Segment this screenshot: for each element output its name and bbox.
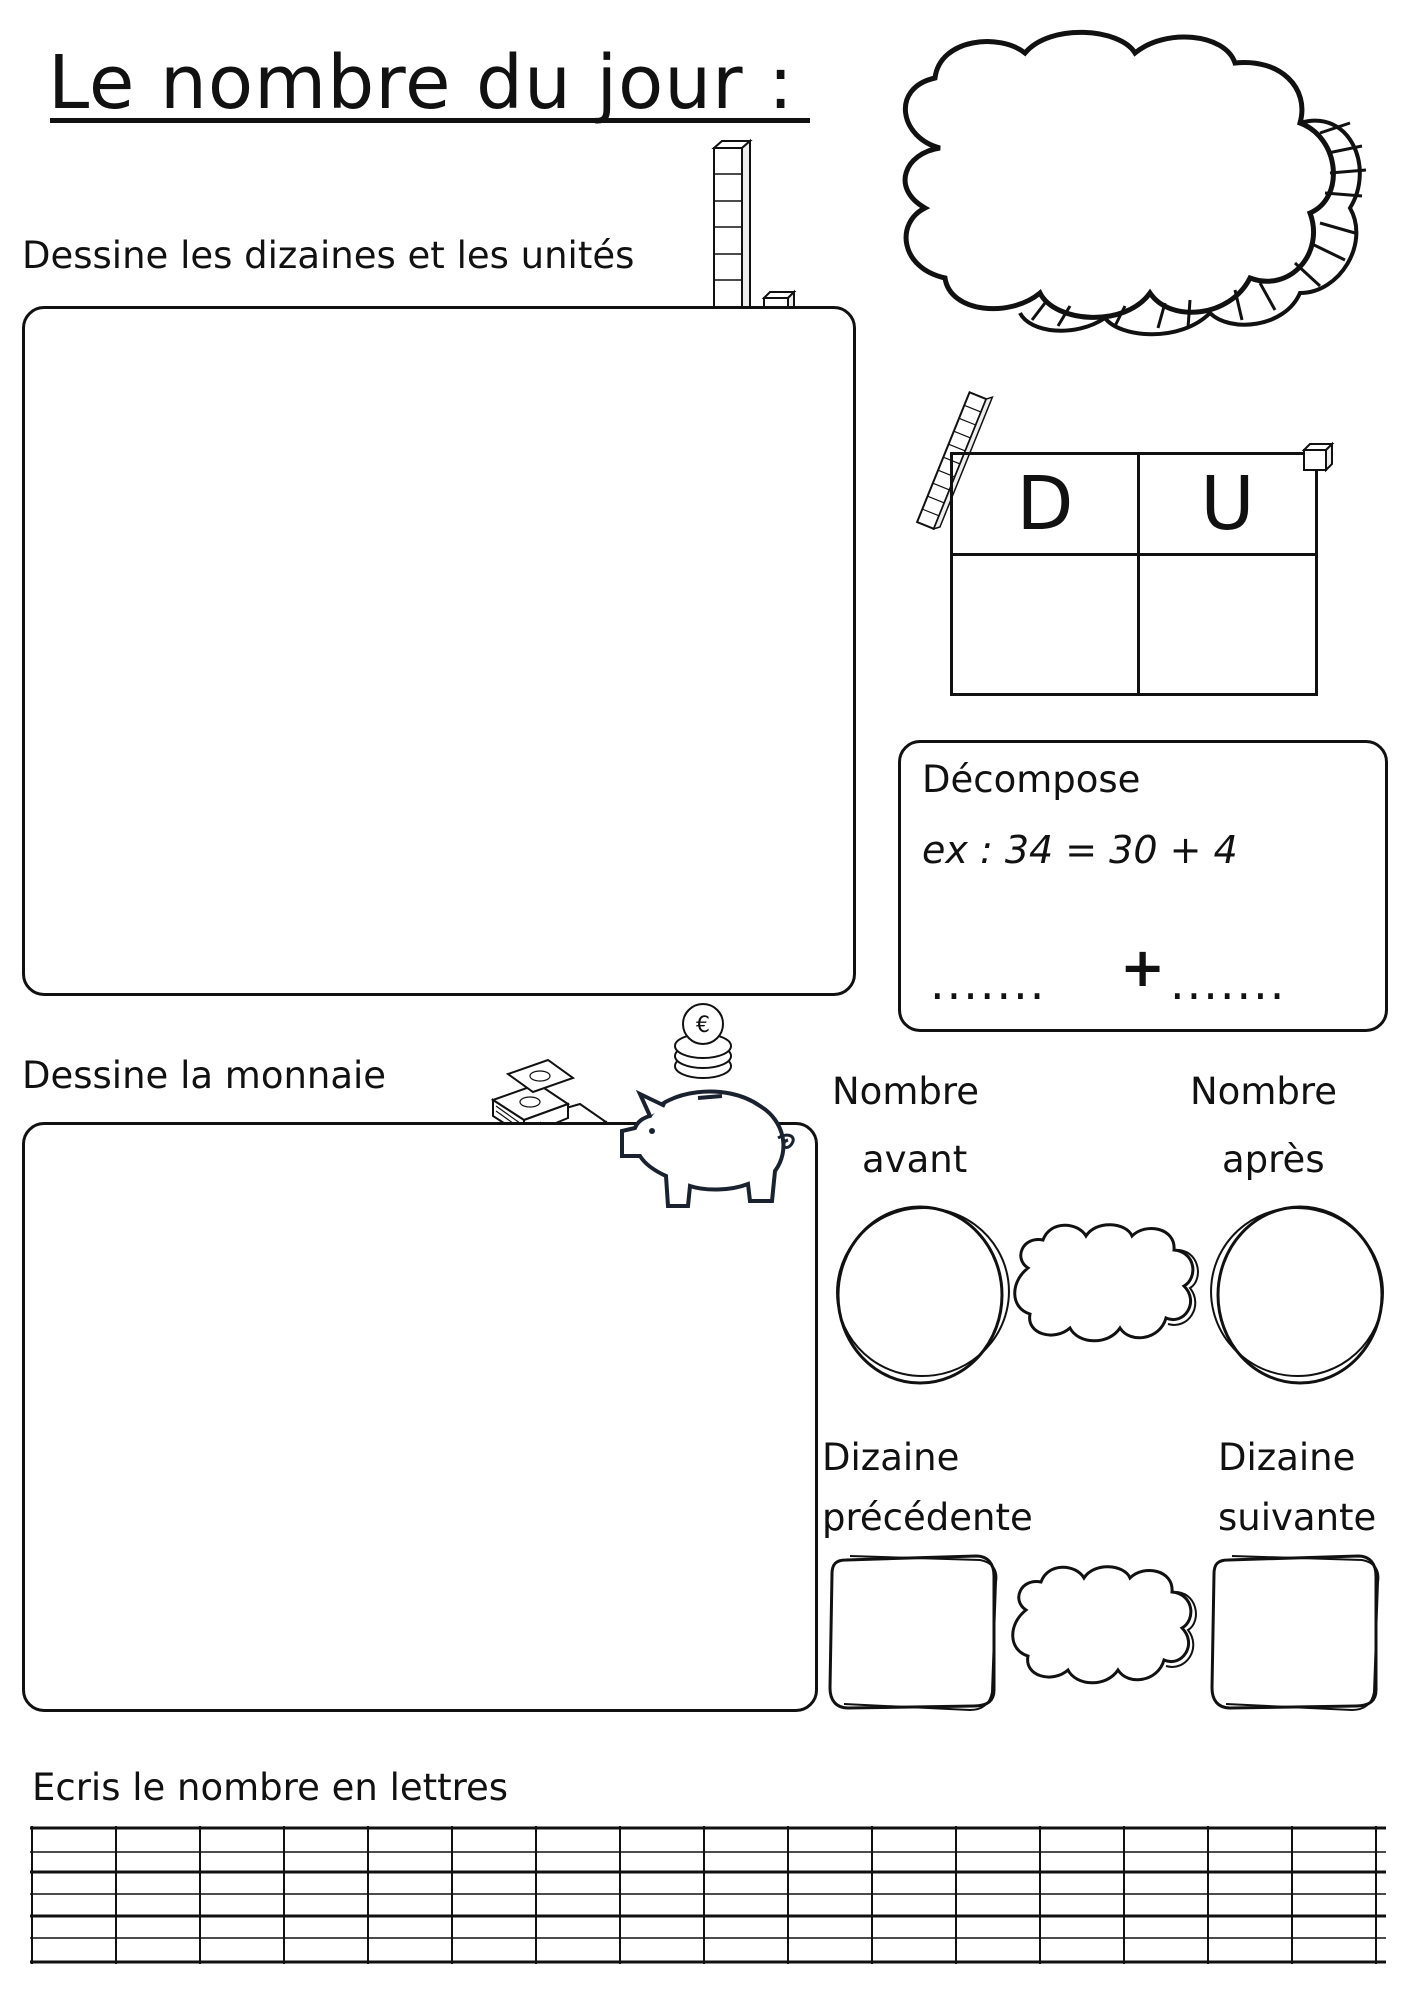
decompose-title: Décompose	[922, 758, 1141, 801]
writing-lines[interactable]	[30, 1826, 1386, 1966]
number-after-circle[interactable]	[1208, 1200, 1392, 1390]
number-after-label-2: après	[1222, 1138, 1325, 1181]
units-header: U	[1136, 452, 1319, 556]
piggy-bank-icon	[620, 1089, 795, 1208]
tens-units-drawing-box[interactable]	[22, 306, 856, 996]
page-title: Le nombre du jour :	[48, 40, 795, 126]
decompose-units-blank[interactable]: .......	[1170, 956, 1287, 1010]
tens-cell[interactable]	[950, 553, 1140, 696]
number-of-day-small-cloud	[1013, 1223, 1199, 1343]
previous-ten-label-2: précédente	[822, 1496, 1033, 1539]
write-letters-label: Ecris le nombre en lettres	[32, 1766, 509, 1809]
money-label: Dessine la monnaie	[22, 1054, 387, 1097]
tens-units-table: D U	[950, 452, 1319, 696]
number-before-label-2: avant	[862, 1138, 968, 1181]
euro-coins-icon: €	[674, 1003, 732, 1079]
next-ten-label-2: suivante	[1218, 1496, 1377, 1539]
tens-header: D	[950, 452, 1140, 556]
money-drawing-box[interactable]	[22, 1122, 818, 1712]
previous-ten-box[interactable]	[826, 1552, 1000, 1712]
unit-cube-icon	[1301, 441, 1335, 473]
decompose-example: ex : 34 = 30 + 4	[922, 828, 1238, 872]
number-before-label-1: Nombre	[832, 1070, 980, 1113]
next-ten-box[interactable]	[1208, 1552, 1382, 1712]
ten-of-day-small-cloud	[1011, 1565, 1197, 1685]
tens-units-label: Dessine les dizaines et les unités	[22, 234, 635, 277]
euro-symbol: €	[696, 1013, 710, 1038]
previous-ten-label-1: Dizaine	[822, 1436, 960, 1479]
decompose-plus: +	[1120, 936, 1166, 999]
title-underline	[50, 118, 810, 123]
number-cloud[interactable]	[880, 28, 1390, 368]
decompose-box	[898, 740, 1388, 1032]
number-after-label-1: Nombre	[1190, 1070, 1338, 1113]
next-ten-label-1: Dizaine	[1218, 1436, 1356, 1479]
decompose-tens-blank[interactable]: .......	[930, 956, 1047, 1010]
units-cell[interactable]	[1136, 553, 1319, 696]
number-before-circle[interactable]	[828, 1200, 1012, 1390]
